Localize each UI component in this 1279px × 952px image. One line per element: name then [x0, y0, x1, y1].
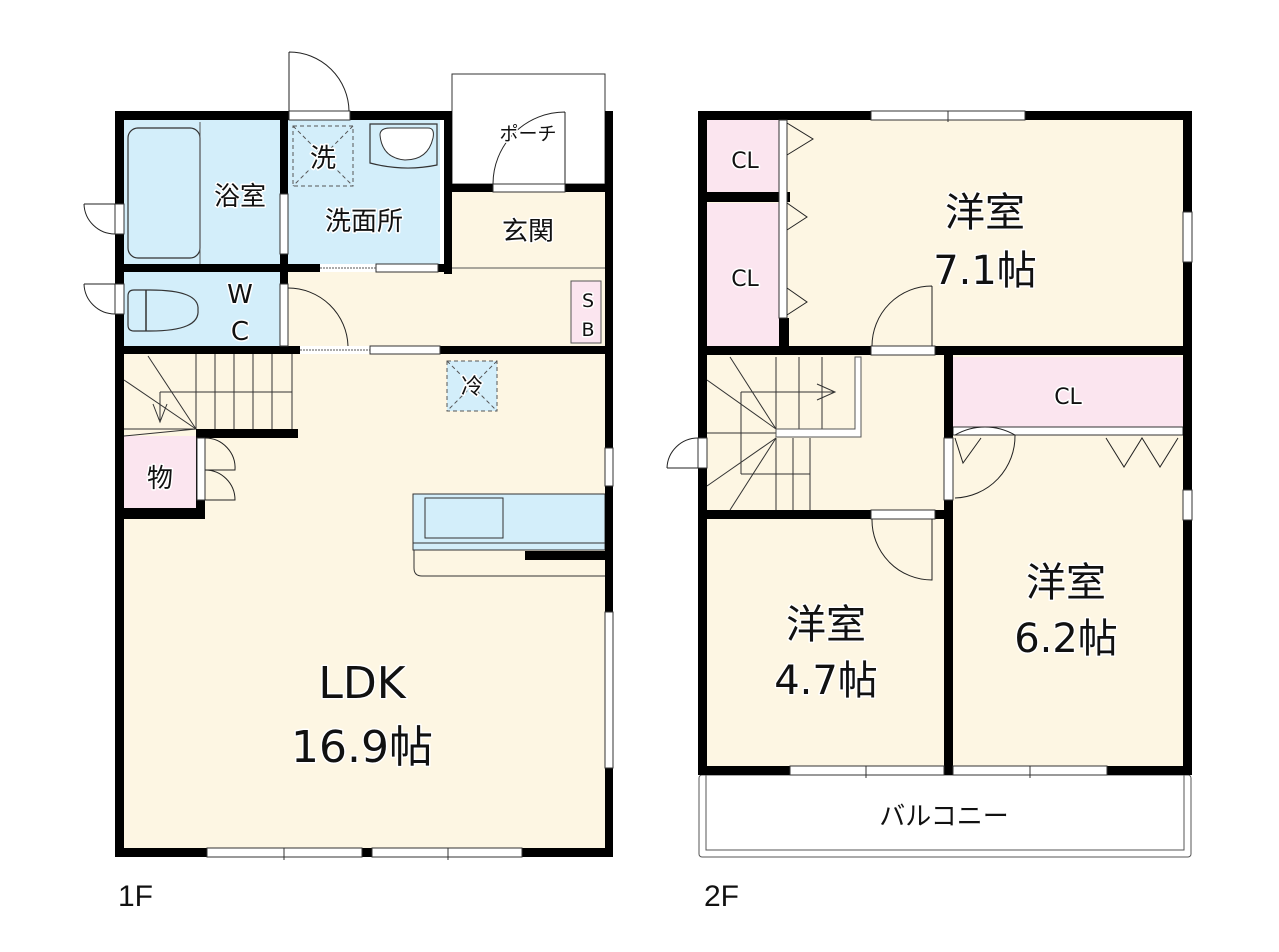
- entrance-label: 玄関: [502, 217, 554, 247]
- toilet-icon: [127, 289, 199, 332]
- shoe-box-label-s: S: [582, 290, 594, 312]
- western-room-1-size: 7.1帖: [933, 248, 1037, 294]
- floor-2f: CL CL CL 洋室 7.1帖 洋室 4.7帖 洋室 6.2帖 バルコニー 2…: [666, 110, 1193, 913]
- door-swings-2f: [666, 122, 1179, 581]
- closet-3-floor: [953, 357, 1183, 427]
- door-swings-1f: [83, 51, 566, 501]
- bath-label: 浴室: [214, 182, 266, 212]
- washer-space-icon: [292, 125, 354, 187]
- porch-label: ポーチ: [499, 123, 556, 145]
- storage-label: 物: [147, 464, 173, 494]
- western-room-1-label: 洋室: [945, 190, 1025, 236]
- floor-1f: 浴室 洗 洗面所 ポーチ 玄関 W C S B 物 冷 LDK 16.9帖 1F: [83, 51, 614, 913]
- balcony-label: バルコニー: [879, 802, 1008, 832]
- shoe-box: [570, 280, 602, 344]
- shoe-box-label-b: B: [581, 319, 594, 341]
- stairs-icon: [123, 354, 293, 437]
- wc-label-c: C: [231, 317, 249, 347]
- floor-2f-label: 2F: [704, 880, 739, 913]
- closet-2-label: CL: [731, 267, 759, 292]
- floor-1f-label: 1F: [118, 880, 153, 913]
- washer-label: 洗: [310, 144, 336, 174]
- closet-2-floor: [707, 203, 779, 346]
- wc-label-w: W: [227, 280, 253, 310]
- fridge-label: 冷: [461, 375, 483, 400]
- ldk-label: LDK: [318, 658, 406, 709]
- hall-floor: [288, 272, 452, 346]
- closet-1-label: CL: [731, 149, 759, 174]
- storage-floor: [124, 436, 196, 508]
- washroom-label: 洗面所: [325, 207, 403, 237]
- porch-area: [451, 73, 606, 185]
- closet-1-floor: [707, 120, 779, 192]
- western-room-2-label: 洋室: [786, 602, 866, 648]
- stairs-icon: [706, 356, 855, 511]
- closet-3-label: CL: [1054, 385, 1082, 410]
- western-room-2-size: 4.7帖: [774, 658, 878, 704]
- ldk-size: 16.9帖: [291, 722, 433, 773]
- western-room-3-label: 洋室: [1026, 560, 1106, 606]
- bathtub-icon: [127, 127, 201, 259]
- western-room-3-size: 6.2帖: [1014, 616, 1118, 662]
